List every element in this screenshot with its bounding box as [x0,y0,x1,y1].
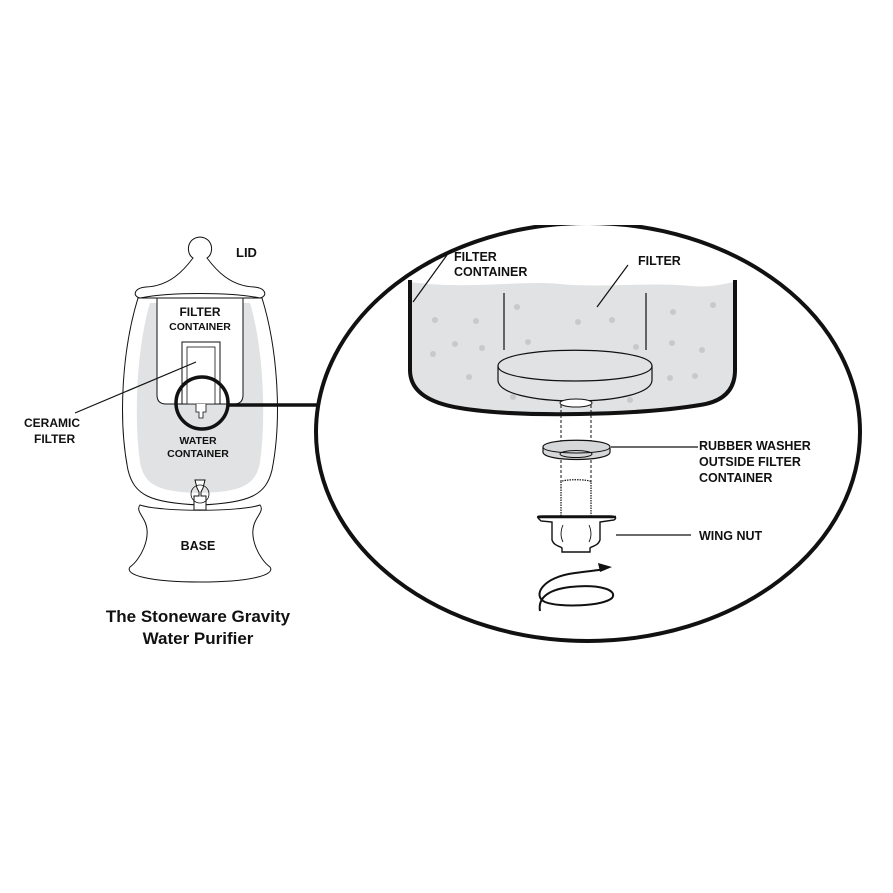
diagram-title-line2: Water Purifier [143,629,254,648]
label-filter-container-line1: FILTER [179,305,220,319]
spigot-ring [190,484,210,504]
lid-shape [134,236,266,299]
purifier-overview: LID FILTER CONTAINER CERAMIC FILTER WATE… [24,236,318,583]
label-lid: LID [236,245,257,260]
diagram-title-line1: The Stoneware Gravity [106,607,291,626]
filter-outlet-hole [559,398,593,408]
filter-container-leader [412,254,448,303]
filter-container-wall [408,280,737,417]
base-shape [128,504,272,583]
filter-disc [497,349,653,402]
detail-label-rubber-washer-line3: CONTAINER [699,471,772,485]
label-filter-container-line2: CONTAINER [169,321,231,333]
label-ceramic-filter-line2: FILTER [34,432,75,446]
label-water-container-line2: CONTAINER [167,448,229,460]
detail-label-rubber-washer-line1: RUBBER WASHER [699,439,811,453]
wing-nut [536,479,617,553]
detail-label-filter-container-line2: CONTAINER [454,265,527,279]
detail-view: FILTER CONTAINER FILTER RUBBER WASHER OU… [314,225,862,643]
label-ceramic-filter-line1: CERAMIC [24,416,80,430]
detail-label-wing-nut: WING NUT [699,529,763,543]
ceramic-filter-leader [74,361,197,414]
filter-leader [596,264,629,308]
filter-stem [195,404,207,419]
detail-label-filter: FILTER [638,254,681,268]
detail-label-rubber-washer-line2: OUTSIDE FILTER [699,455,801,469]
detail-label-filter-container-line1: FILTER [454,250,497,264]
zoom-indicator-circle [174,375,230,431]
filter-disc-edge [497,365,653,382]
rubber-washer [542,439,611,461]
filter-container-water [410,282,735,415]
label-base: BASE [181,539,216,553]
detail-circle [314,225,862,643]
label-water-container-line1: WATER [179,435,217,447]
rotation-arrow-icon [538,563,615,612]
